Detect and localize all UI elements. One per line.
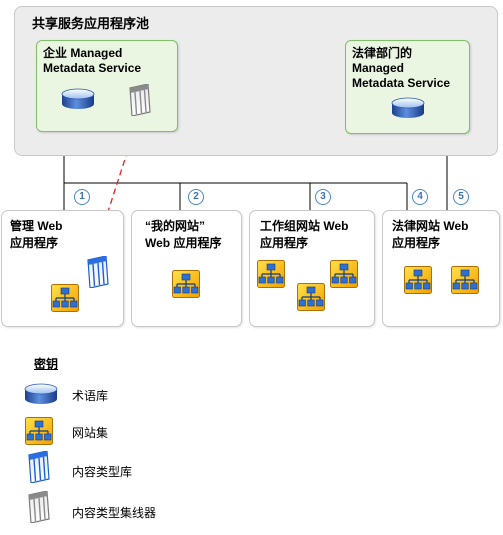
legend-label-term-store: 术语库 — [72, 389, 109, 403]
legal-service-line1: 法律部门的 — [352, 46, 413, 60]
legal-app-line2: 应用程序 — [392, 236, 441, 250]
connection-number-3: 3 — [315, 189, 331, 205]
legend-content-type-syndication-icon — [27, 491, 51, 523]
legal-service-line3: Metadata Service — [352, 76, 451, 90]
admin-app-line2: 应用程序 — [10, 236, 59, 250]
legend-label-content-type-hub: 内容类型库 — [72, 465, 133, 479]
legal-service-line2: Managed — [352, 61, 405, 75]
team-sites-app-title: 工作组网站 Web 应用程序 — [260, 218, 348, 252]
legend-title: 密钥 — [34, 357, 59, 371]
pool-title: 共享服务应用程序池 — [32, 16, 150, 31]
legal-app-line1: 法律网站 Web — [392, 219, 469, 233]
site-collection-icon — [297, 283, 325, 311]
enterprise-service-line1: 企业 Managed — [43, 46, 123, 60]
content-type-hub-icon — [86, 256, 110, 288]
team-sites-app-line1: 工作组网站 Web — [260, 219, 349, 233]
legend-label-site-collection: 网站集 — [72, 426, 109, 440]
admin-app-line1: 管理 Web — [10, 219, 63, 233]
connection-number-5: 5 — [453, 189, 469, 205]
site-collection-icon — [172, 270, 200, 298]
mysites-web-application — [131, 210, 242, 327]
enterprise-service-line2: Metadata Service — [43, 61, 142, 75]
legend-content-type-hub-icon — [27, 451, 51, 483]
legend-label-content-type-syndication: 内容类型集线器 — [72, 506, 157, 520]
legend-site-collection-icon — [25, 417, 53, 445]
mysites-app-title: “我的网站” Web 应用程序 — [145, 218, 221, 252]
site-collection-icon — [451, 266, 479, 294]
admin-app-title: 管理 Web 应用程序 — [10, 218, 62, 252]
mysites-app-line1: “我的网站” — [145, 219, 206, 233]
connection-number-4: 4 — [412, 189, 428, 205]
site-collection-icon — [257, 260, 285, 288]
connection-number-1: 1 — [74, 189, 90, 205]
term-store-icon — [61, 88, 95, 110]
legal-managed-metadata-service — [345, 40, 470, 134]
team-sites-app-line2: 应用程序 — [260, 236, 309, 250]
legal-service-title: 法律部门的 Managed Metadata Service — [352, 46, 450, 91]
enterprise-service-title: 企业 Managed Metadata Service — [43, 46, 141, 76]
site-collection-icon — [404, 266, 432, 294]
term-store-icon — [391, 97, 425, 119]
legend-term-store-icon — [24, 383, 58, 405]
enterprise-managed-metadata-service — [36, 40, 178, 132]
mysites-app-line2: Web 应用程序 — [145, 236, 222, 250]
site-collection-icon — [51, 284, 79, 312]
connection-number-2: 2 — [188, 189, 204, 205]
legal-app-title: 法律网站 Web 应用程序 — [392, 218, 468, 252]
legal-web-application — [382, 210, 500, 327]
site-collection-icon — [330, 260, 358, 288]
content-type-syndication-icon — [128, 84, 152, 116]
